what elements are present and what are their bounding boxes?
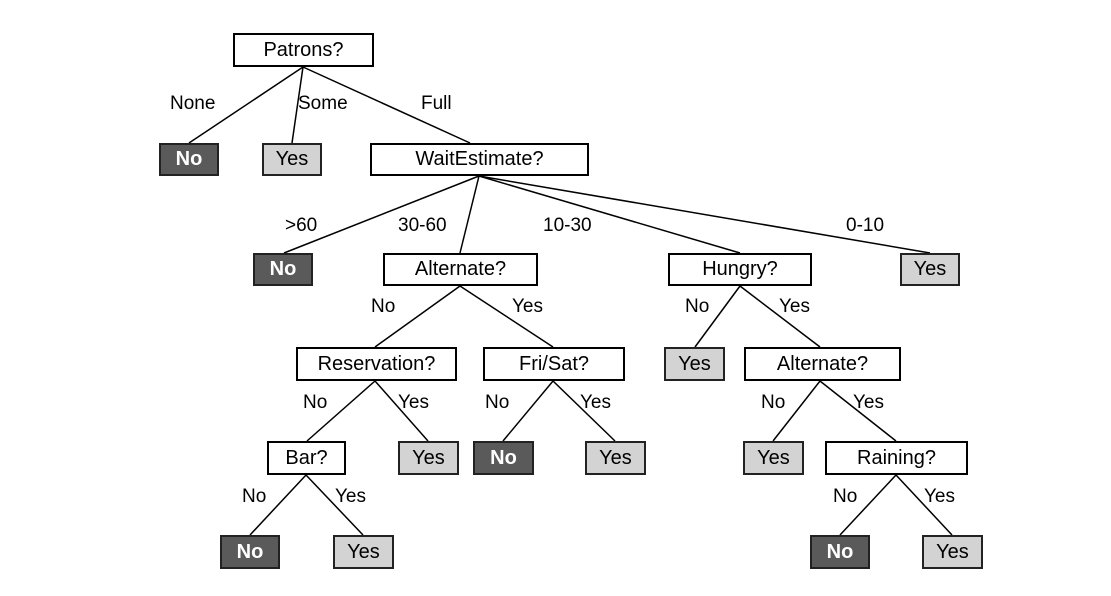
edge-label-frisat-no: No <box>485 392 510 413</box>
node-alternate-2: Alternate? <box>744 347 901 381</box>
leaf-no-patrons-none: No <box>159 143 219 176</box>
edge-res-no <box>306 380 376 442</box>
edge-label-hungry-no: No <box>685 296 710 317</box>
edge-label-frisat-yes: Yes <box>580 392 611 413</box>
edge-label-res-yes: Yes <box>398 392 429 413</box>
node-reservation: Reservation? <box>296 347 457 381</box>
edge-wait-60 <box>283 175 480 254</box>
node-fri-sat: Fri/Sat? <box>483 347 625 381</box>
edge-label-alt2-no: No <box>761 392 786 413</box>
edge-label-30-60: 30-60 <box>398 215 447 236</box>
leaf-no-frisat-no: No <box>473 441 534 475</box>
node-raining: Raining? <box>825 441 968 475</box>
leaf-yes-frisat-yes: Yes <box>585 441 646 475</box>
edge-label-full: Full <box>421 93 452 114</box>
edge-label-alt2-yes: Yes <box>853 392 884 413</box>
edge-label-bar-no: No <box>242 486 267 507</box>
edge-label-alt1-no: No <box>371 296 396 317</box>
leaf-yes-alternate-no: Yes <box>743 441 804 475</box>
leaf-yes-bar-yes: Yes <box>333 535 394 569</box>
edge-patrons-some <box>291 66 304 144</box>
edge-frisat-yes <box>552 380 616 442</box>
edge-bar-no <box>249 474 307 536</box>
leaf-no-raining-no: No <box>810 535 870 569</box>
leaf-yes-raining-yes: Yes <box>922 535 983 569</box>
leaf-no-wait-gt60: No <box>253 253 313 286</box>
edge-res-yes <box>374 380 429 442</box>
edge-raining-yes <box>895 474 953 536</box>
edge-label-raining-yes: Yes <box>924 486 955 507</box>
leaf-yes-wait-0-10: Yes <box>900 253 960 286</box>
node-bar: Bar? <box>267 441 346 475</box>
edge-hungry-no <box>694 285 741 348</box>
leaf-yes-hungry-no: Yes <box>664 347 725 381</box>
edge-label-hungry-yes: Yes <box>779 296 810 317</box>
node-wait-estimate: WaitEstimate? <box>370 143 589 176</box>
edge-label-bar-yes: Yes <box>335 486 366 507</box>
edge-raining-no <box>839 474 897 536</box>
edge-wait-10-30 <box>478 175 741 254</box>
edge-label-0-10: 0-10 <box>846 215 885 236</box>
leaf-no-bar-no: No <box>220 535 280 569</box>
edge-wait-30-60 <box>459 175 480 254</box>
edge-label-res-no: No <box>303 392 328 413</box>
leaf-yes-reservation-yes: Yes <box>398 441 459 475</box>
edge-label-some: Some <box>298 93 348 114</box>
node-alternate: Alternate? <box>383 253 538 286</box>
edge-frisat-no <box>502 380 554 442</box>
edge-patrons-full <box>302 66 471 144</box>
edge-bar-yes <box>305 474 364 536</box>
node-patrons: Patrons? <box>233 33 374 67</box>
edge-label-10-30: 10-30 <box>543 215 592 236</box>
leaf-yes-patrons-some: Yes <box>262 143 322 176</box>
edge-patrons-none <box>188 66 304 144</box>
edge-label-raining-no: No <box>833 486 858 507</box>
edge-alt1-yes <box>459 285 554 348</box>
edge-hungry-yes <box>739 285 821 348</box>
edge-alt1-no <box>374 285 461 348</box>
edge-wait-0-10 <box>478 175 931 254</box>
node-hungry: Hungry? <box>668 253 812 286</box>
edge-label-none: None <box>170 93 216 114</box>
edge-alt2-no <box>772 380 821 442</box>
edge-label-gt60: >60 <box>285 215 318 236</box>
edge-label-alt1-yes: Yes <box>512 296 543 317</box>
edge-alt2-yes <box>819 380 897 442</box>
